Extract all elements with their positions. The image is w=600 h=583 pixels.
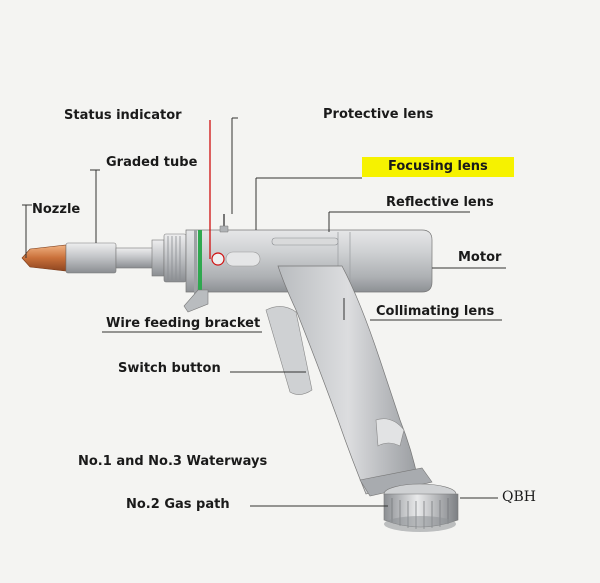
wire-feeding-bracket-part — [183, 289, 209, 313]
graded-tube-part — [65, 233, 187, 283]
gun-body-part — [185, 214, 433, 293]
label-graded-tube: Graded tube — [106, 155, 198, 170]
label-status-indicator: Status indicator — [64, 108, 182, 123]
handle-part — [265, 265, 419, 495]
label-gas-path: No.2 Gas path — [126, 497, 230, 512]
label-qbh: QBH — [502, 489, 536, 505]
label-wire-feeding-bracket: Wire feeding bracket — [106, 316, 261, 331]
label-collimating-lens: Collimating lens — [376, 304, 495, 319]
label-nozzle: Nozzle — [32, 202, 81, 217]
qbh-connector-part — [359, 467, 459, 532]
leader-lines — [22, 117, 506, 507]
label-motor: Motor — [458, 250, 502, 265]
label-focusing-lens: Focusing lens — [362, 157, 514, 177]
label-switch-button: Switch button — [118, 361, 221, 376]
status-indicator-ring — [194, 230, 202, 296]
label-protective-lens: Protective lens — [323, 107, 434, 122]
label-reflective-lens: Reflective lens — [386, 195, 494, 210]
nozzle-part — [21, 244, 67, 272]
brand-logo — [228, 253, 258, 265]
label-waterways: No.1 and No.3 Waterways — [78, 454, 268, 469]
